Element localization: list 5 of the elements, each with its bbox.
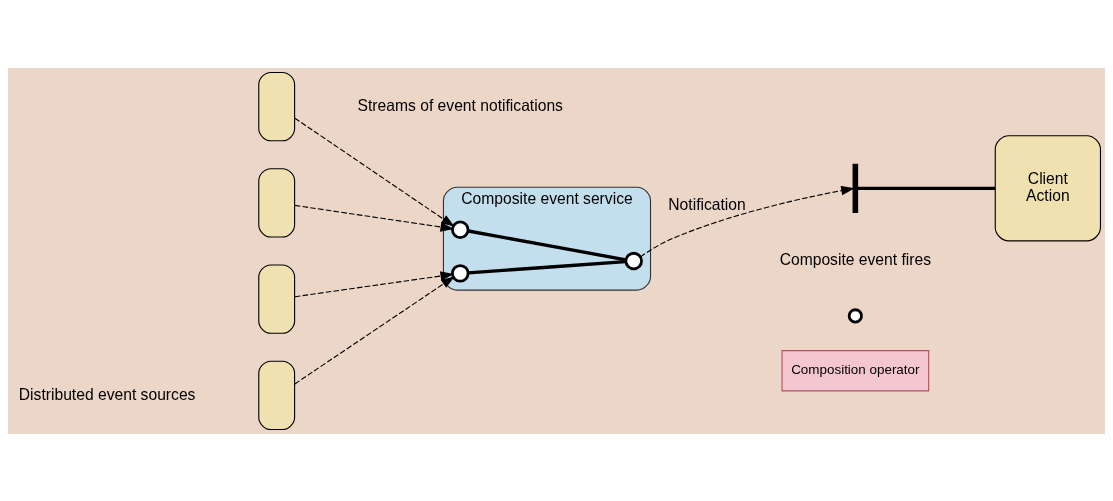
label: Distributed event sources (18, 385, 196, 403)
edge-label: Notification (668, 195, 746, 213)
legend-label: Composition operator (791, 361, 920, 377)
label: Streams of event notifications (357, 96, 563, 114)
label: Composite event fires (779, 250, 932, 268)
